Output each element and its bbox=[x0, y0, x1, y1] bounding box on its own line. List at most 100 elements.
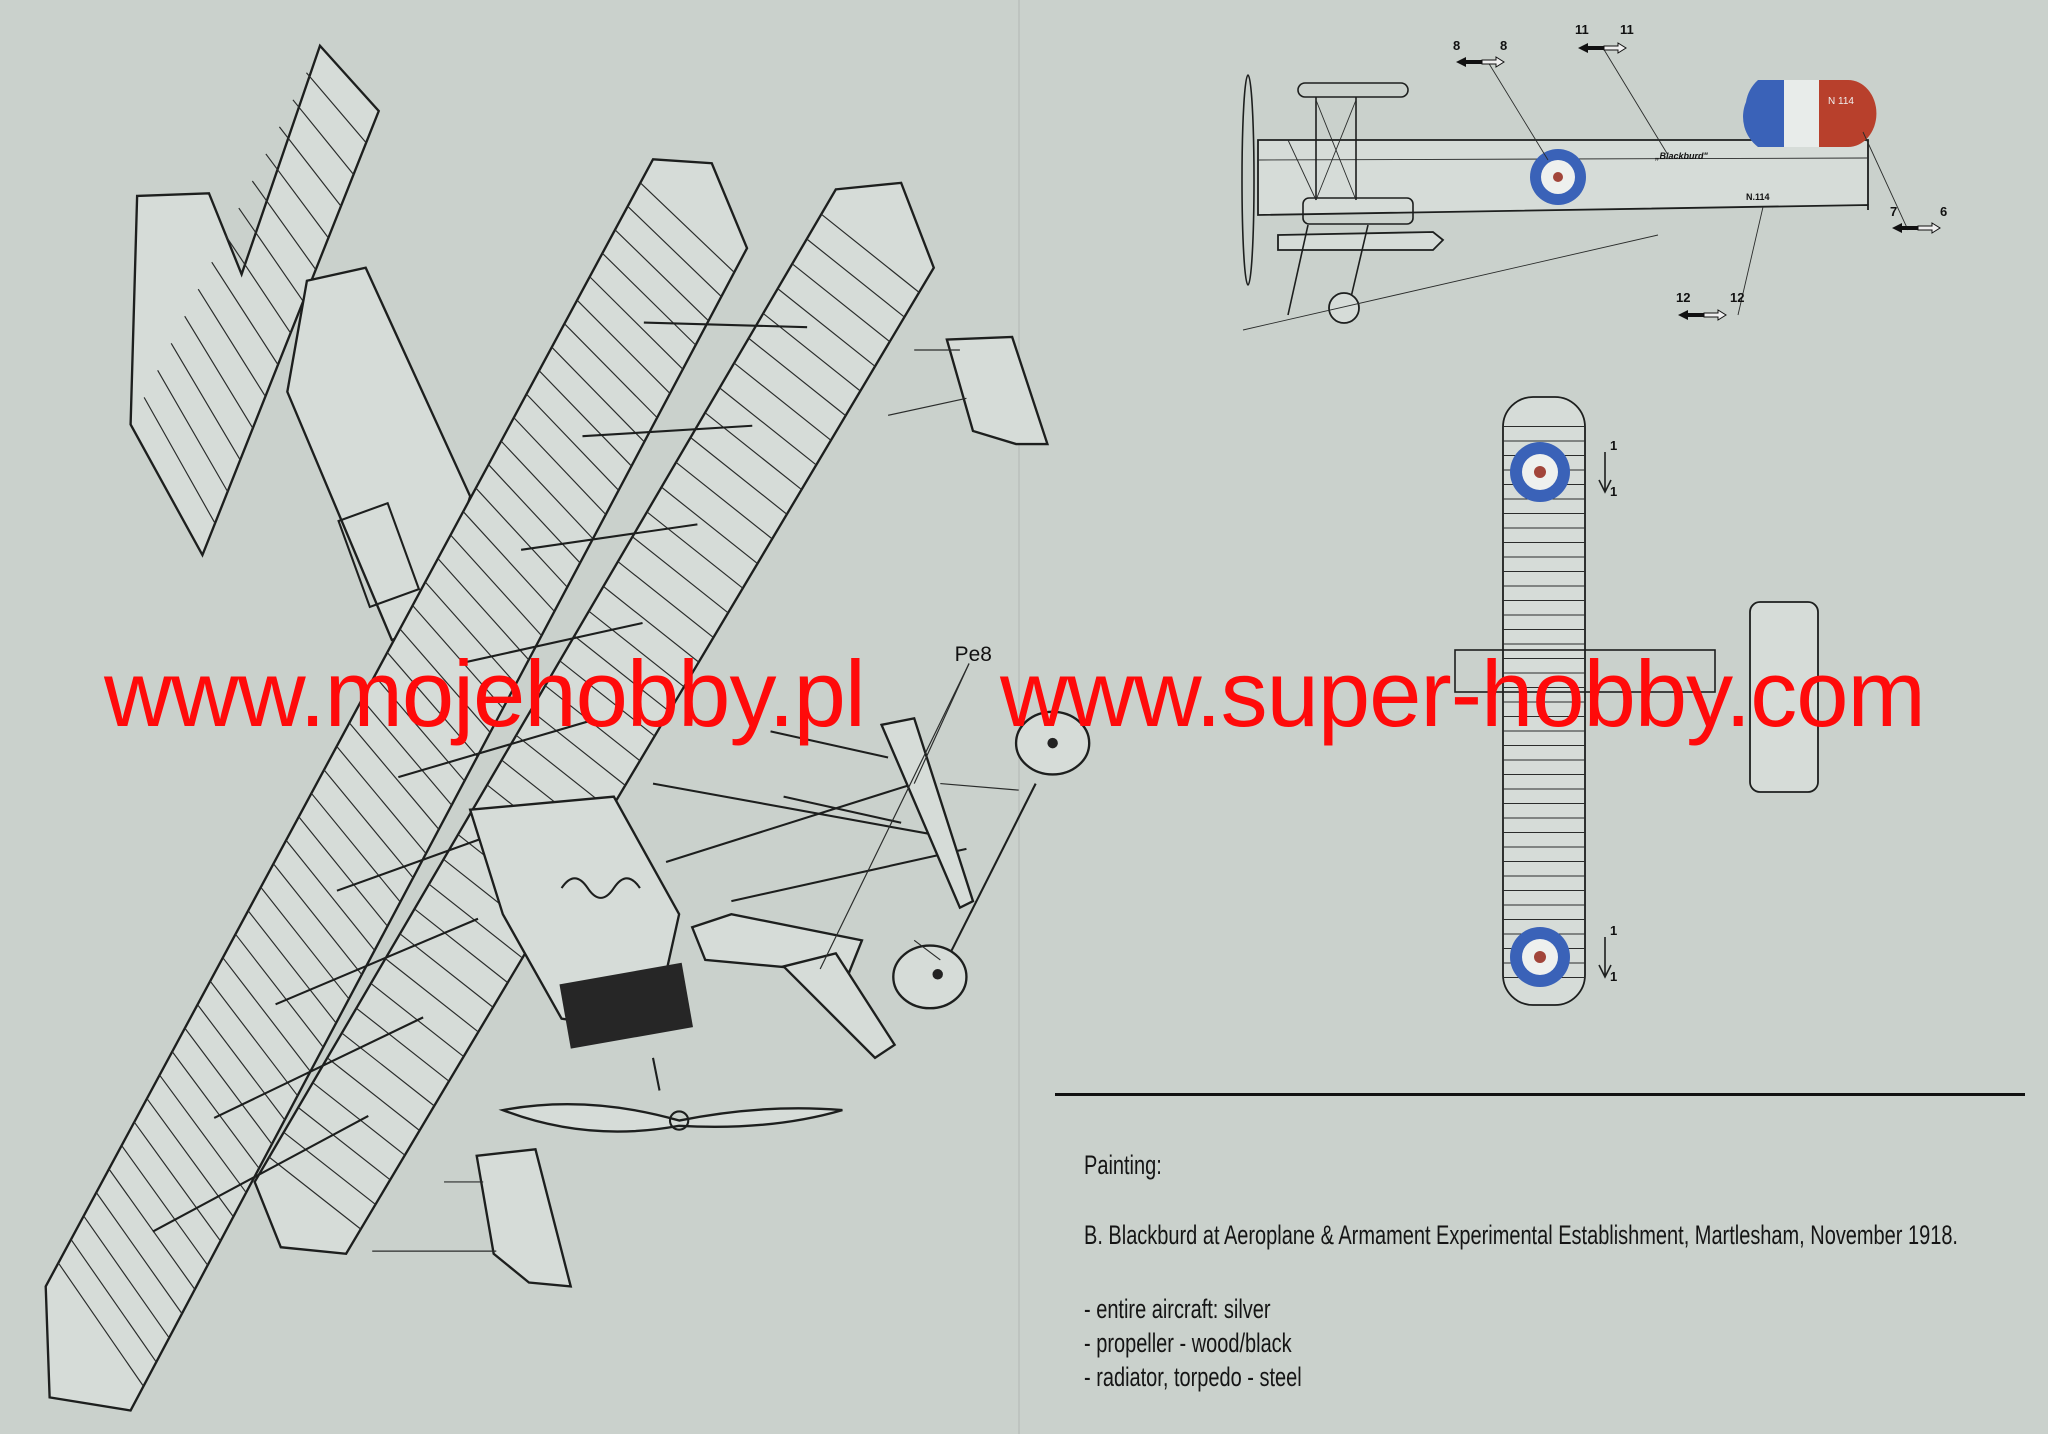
wing-rib bbox=[209, 980, 299, 1097]
wing-rib bbox=[222, 957, 311, 1072]
wing-rib bbox=[513, 417, 607, 515]
wing-rib bbox=[305, 72, 367, 144]
wheel-side bbox=[1328, 292, 1360, 324]
wing-rib bbox=[265, 153, 329, 239]
wing-rib bbox=[283, 1131, 376, 1205]
wing-rib bbox=[170, 342, 241, 461]
wing-rib bbox=[336, 745, 427, 854]
wing-rib bbox=[57, 1262, 144, 1387]
skid-part bbox=[879, 716, 975, 910]
section-divider bbox=[1055, 1093, 2025, 1096]
wing-rib bbox=[530, 710, 626, 786]
watermark-mojehobby: www.mojehobby.pl bbox=[104, 641, 866, 746]
wing-rib bbox=[576, 299, 671, 394]
wing-rib bbox=[690, 437, 788, 515]
rudder-serial: N 114 bbox=[1828, 96, 1854, 107]
torpedo bbox=[1277, 231, 1445, 251]
side-view: N 114 „Blackburd" N.114 8 8 11 11 7 6 12… bbox=[1241, 22, 1947, 331]
callout-12-left: 12 bbox=[1676, 290, 1690, 305]
wing-rib bbox=[704, 412, 802, 491]
upper-wing bbox=[44, 158, 749, 1412]
wing-rib bbox=[247, 910, 337, 1024]
wing-rib bbox=[348, 722, 440, 830]
painting-scheme: B. Blackburd at Aeroplane & Armament Exp… bbox=[1084, 1220, 1958, 1250]
callout-11-right: 11 bbox=[1620, 22, 1634, 37]
wing-rib bbox=[310, 792, 401, 903]
painting-item: - propeller - wood/black bbox=[1084, 1328, 1292, 1358]
assembly-diagram: Pe8 bbox=[44, 43, 1091, 1412]
wing-rib bbox=[143, 397, 216, 524]
wing-rib bbox=[450, 534, 542, 636]
wing-rib bbox=[551, 346, 645, 443]
fuselage-plan bbox=[1454, 649, 1716, 693]
callout-12-right: 12 bbox=[1730, 290, 1744, 305]
wing-rib bbox=[251, 180, 317, 270]
wing-rib bbox=[617, 561, 714, 638]
wing-rib bbox=[791, 263, 891, 343]
wing-rib bbox=[559, 660, 655, 737]
interplane-strut bbox=[459, 621, 643, 665]
part-label-pe8: Pe8 bbox=[955, 643, 992, 666]
callout-8-left: 8 bbox=[1453, 38, 1460, 53]
wing-plan bbox=[1502, 396, 1586, 1006]
aileron-part bbox=[475, 1147, 573, 1288]
interplane-strut bbox=[275, 917, 479, 1006]
interplane-strut bbox=[213, 1016, 424, 1119]
interplane-strut bbox=[582, 424, 753, 438]
wing-rib bbox=[278, 126, 342, 207]
wing-rib bbox=[564, 323, 658, 419]
wing-rib bbox=[777, 288, 876, 367]
interplane-strut bbox=[398, 720, 588, 779]
wing-rib bbox=[719, 387, 817, 466]
wing-rib bbox=[588, 610, 685, 688]
wing-rib bbox=[475, 487, 568, 588]
wing-rib bbox=[437, 558, 530, 661]
wing-rib bbox=[573, 635, 670, 712]
wing-rib bbox=[356, 1007, 450, 1082]
wing-rib bbox=[361, 699, 453, 806]
wing-rib bbox=[500, 440, 594, 540]
wing-rib bbox=[748, 337, 847, 417]
interplane-strut bbox=[643, 321, 808, 329]
wing-rib bbox=[298, 816, 388, 927]
page-fold bbox=[1018, 0, 1020, 1434]
skid-part bbox=[781, 952, 897, 1060]
wing-rib bbox=[806, 238, 905, 318]
wing-rib bbox=[184, 315, 254, 429]
wing-rib bbox=[95, 1192, 183, 1314]
wing-rib bbox=[108, 1168, 196, 1290]
lower-wing-side bbox=[1302, 197, 1414, 225]
callout-6: 6 bbox=[1940, 204, 1947, 219]
upper-wing-side bbox=[1297, 82, 1409, 98]
callout-1-top-a: 1 bbox=[1610, 438, 1617, 453]
wing-rib bbox=[157, 370, 229, 492]
wing-rib bbox=[414, 908, 509, 984]
lower-wing bbox=[253, 181, 936, 1256]
wing-rib bbox=[323, 769, 414, 879]
wing-rib bbox=[399, 628, 491, 733]
wing-rib bbox=[197, 1004, 286, 1121]
wing-rib bbox=[661, 486, 758, 564]
wing-rib bbox=[488, 464, 581, 564]
painting-item: - entire aircraft: silver bbox=[1084, 1294, 1271, 1324]
wing-rib bbox=[603, 585, 700, 663]
propeller bbox=[1241, 74, 1255, 286]
callout-1-bottom-b: 1 bbox=[1610, 969, 1617, 984]
wing-rib bbox=[385, 958, 479, 1033]
wing-rib bbox=[632, 536, 729, 614]
wheel bbox=[892, 944, 968, 1010]
aileron-part bbox=[945, 335, 1050, 446]
wing-rib bbox=[614, 229, 709, 322]
wing-rib bbox=[428, 883, 523, 959]
callout-8-right: 8 bbox=[1500, 38, 1507, 53]
painting-heading: Painting: bbox=[1084, 1150, 1162, 1180]
wing-rib bbox=[121, 1145, 209, 1266]
wing-rib bbox=[83, 1215, 170, 1339]
wing-rib bbox=[386, 652, 478, 758]
wheel bbox=[1014, 710, 1091, 776]
wing-rib bbox=[133, 1121, 221, 1242]
wing-rib bbox=[627, 205, 722, 297]
wing-rib bbox=[733, 362, 832, 441]
wing-rib bbox=[589, 276, 684, 370]
